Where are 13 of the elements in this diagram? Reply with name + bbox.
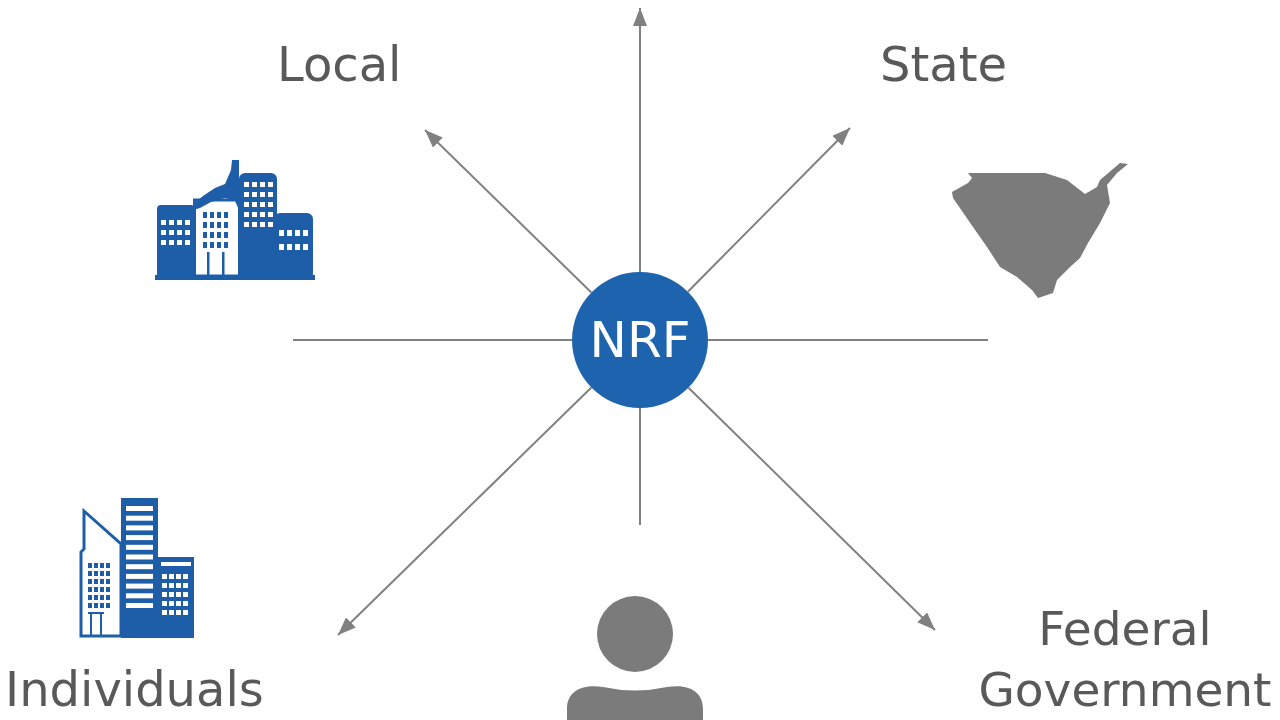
arrow xyxy=(633,7,647,273)
connector-line xyxy=(639,407,641,526)
entity-label: Local xyxy=(277,36,402,94)
entity-label: Federal Government xyxy=(977,600,1273,719)
arrow xyxy=(686,127,851,293)
arrow xyxy=(337,386,593,636)
entity-label: State xyxy=(880,36,1008,94)
arrow xyxy=(424,129,593,294)
entity-label: Individuals xyxy=(5,661,264,719)
connector-line xyxy=(292,339,573,341)
hub-label: NRF xyxy=(589,315,691,365)
arrow xyxy=(687,386,936,631)
connector-line xyxy=(707,339,989,341)
